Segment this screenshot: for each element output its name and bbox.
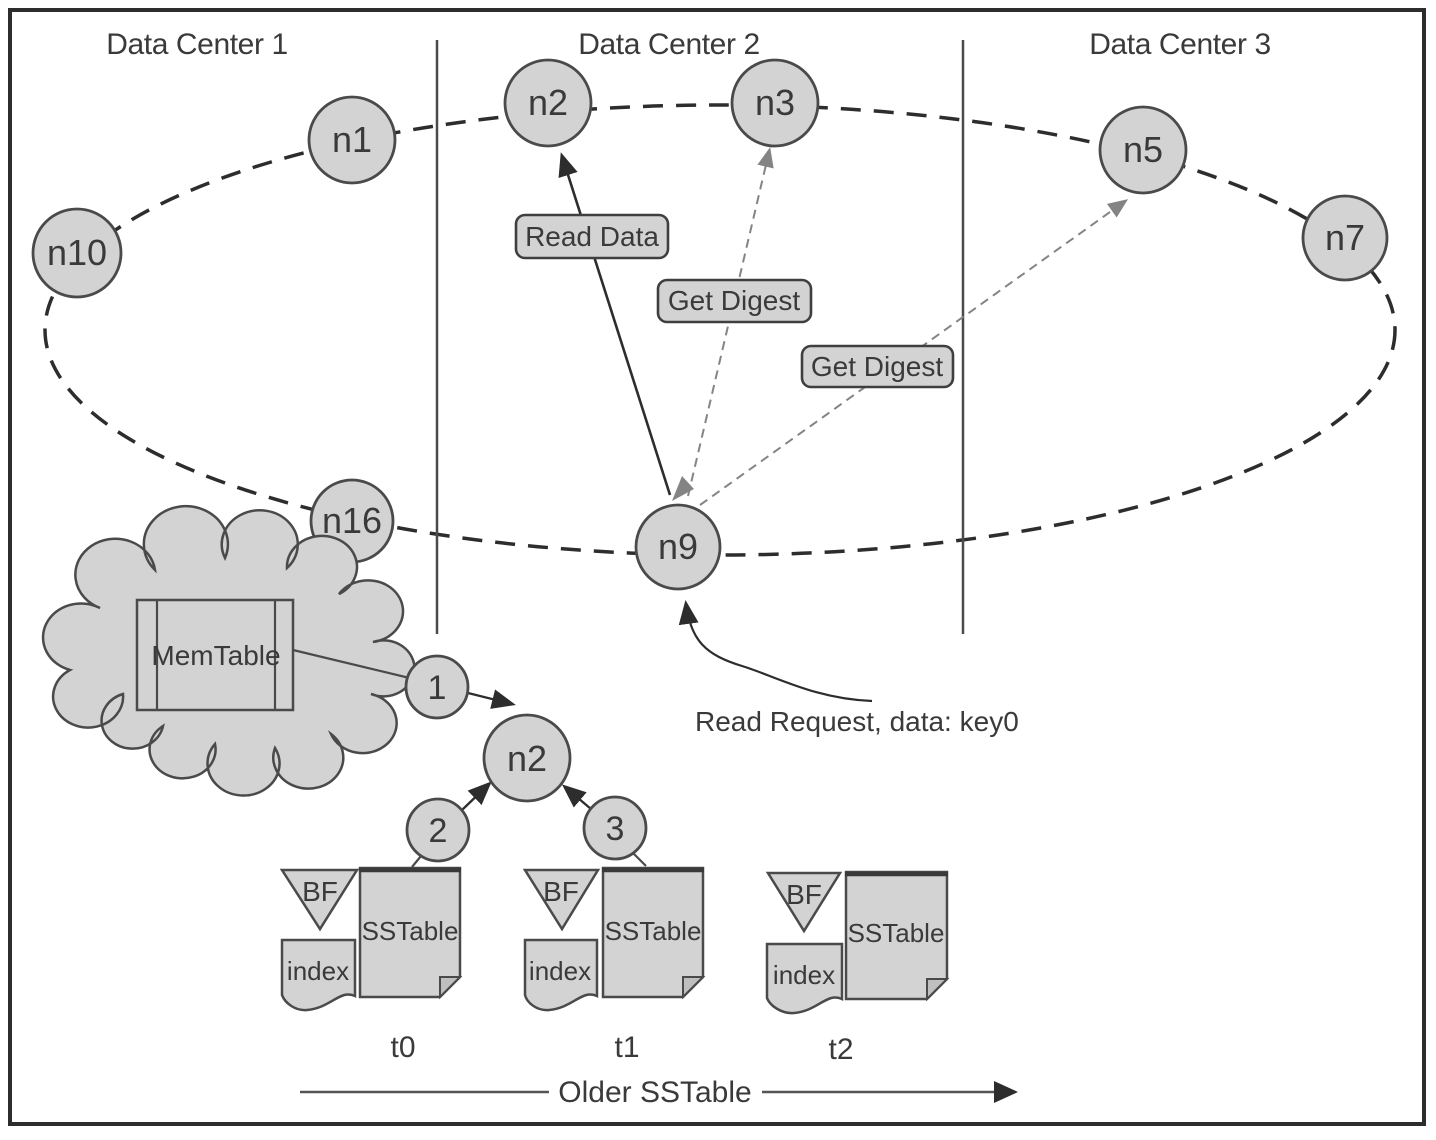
bloom-filter-t0	[279, 868, 360, 932]
node-label-n1: n1	[332, 119, 372, 160]
sstable-label-t2: SSTable	[848, 918, 945, 948]
local-node-circle	[482, 713, 572, 803]
bloom-filter-label-t0: BF	[302, 876, 338, 907]
step-circle-2: 2	[405, 797, 471, 863]
step2-arrow	[461, 781, 492, 811]
step1-label: 1	[428, 669, 447, 707]
bloom-filter-t1	[522, 868, 601, 932]
step3-label: 3	[606, 810, 625, 848]
node-circle-n1	[307, 95, 397, 185]
storage-group-t1: BF SSTable index t1	[522, 866, 706, 1064]
memtable-step1-line	[292, 648, 423, 683]
bloom-filter-label-t2: BF	[786, 879, 822, 910]
node-label-n7: n7	[1325, 217, 1365, 258]
ring-node-n9: n9	[634, 503, 722, 591]
digest-return-arrowhead	[672, 476, 694, 501]
ring-node-n7: n7	[1301, 194, 1389, 282]
time-label-t0: t0	[390, 1031, 415, 1064]
get-digest-box-a	[656, 278, 813, 324]
token-ring	[43, 103, 1397, 557]
index-label-t0: index	[287, 956, 349, 986]
node-label-n5: n5	[1123, 129, 1163, 170]
node-label-n16: n16	[322, 500, 382, 541]
node-label-n3: n3	[755, 82, 795, 123]
time-label-t1: t1	[614, 1031, 639, 1064]
ring-node-n10: n10	[31, 207, 123, 299]
read-data-label: Read Data	[514, 213, 670, 260]
node-circle-n7	[1301, 194, 1389, 282]
index-label-t1: index	[529, 956, 591, 986]
ring-node-n2: n2	[503, 58, 593, 148]
node-circle-n2	[503, 58, 593, 148]
data-center-3-label: Data Center 3	[1089, 28, 1271, 61]
node-label-n2: n2	[528, 82, 568, 123]
storage-group-t0: BF SSTable index t0	[279, 866, 463, 1064]
time-label-t2: t2	[828, 1033, 853, 1066]
ring-node-n3: n3	[730, 58, 820, 148]
index-doc-t2	[765, 942, 844, 1015]
step1-circle	[404, 654, 470, 720]
bloom-filter-label-t1: BF	[543, 876, 579, 907]
sstable-fold-t2	[926, 978, 950, 1002]
read-data-arrow	[558, 152, 672, 496]
timeline-arrowhead	[994, 1081, 1018, 1103]
data-center-1-label: Data Center 1	[106, 28, 288, 61]
get-digest-text-a: Get Digest	[668, 285, 800, 316]
read-data-text: Read Data	[525, 221, 659, 252]
step2-circle	[405, 797, 471, 863]
sstable-timeline: Older SSTable	[300, 1076, 1018, 1109]
step3-sstable-line	[632, 852, 647, 867]
step1-arrow	[467, 689, 516, 709]
step-circle-3: 3	[582, 795, 648, 861]
bloom-filter-t2	[765, 871, 843, 934]
node-circle-n9	[634, 503, 722, 591]
ring-node-n5: n5	[1098, 105, 1188, 195]
ring-node-n1: n1	[307, 95, 397, 185]
read-request-text: Read Request, data: key0	[695, 706, 1019, 737]
step3-circle	[582, 795, 648, 861]
get-digest-box-b	[800, 344, 955, 389]
get-digest-label-b: Get Digest	[800, 344, 955, 389]
node-circle-n5	[1098, 105, 1188, 195]
storage-group-t2: BF SSTable index t2	[765, 870, 950, 1066]
step2-label: 2	[429, 812, 448, 850]
get-digest-text-b: Get Digest	[811, 351, 943, 382]
node-label-n10: n10	[47, 232, 107, 273]
node-circle-n10	[31, 207, 123, 299]
index-doc-t1	[523, 938, 599, 1012]
node-circle-n3	[730, 58, 820, 148]
index-label-t2: index	[773, 960, 835, 990]
older-sstable-label: Older SSTable	[558, 1076, 751, 1109]
data-center-2-label: Data Center 2	[578, 28, 760, 61]
local-node-n2: n2	[482, 713, 572, 803]
memtable: MemTable	[135, 598, 295, 712]
sstable-fold-t0	[439, 976, 463, 1000]
local-node-label: n2	[507, 738, 547, 779]
step3-arrow	[561, 784, 592, 810]
step2-sstable-line	[411, 855, 422, 868]
step-circle-1: 1	[404, 654, 470, 720]
memtable-box	[135, 598, 295, 712]
sstable-label-t0: SSTable	[362, 916, 459, 946]
node-label-n9: n9	[658, 526, 698, 567]
get-digest-label-a: Get Digest	[656, 278, 813, 324]
memtable-label: MemTable	[151, 640, 280, 671]
sstable-label-t1: SSTable	[605, 916, 702, 946]
read-data-box	[514, 213, 670, 260]
read-request-arrow	[678, 600, 873, 703]
sstable-fold-t1	[682, 976, 706, 1000]
index-doc-t0	[280, 938, 357, 1012]
